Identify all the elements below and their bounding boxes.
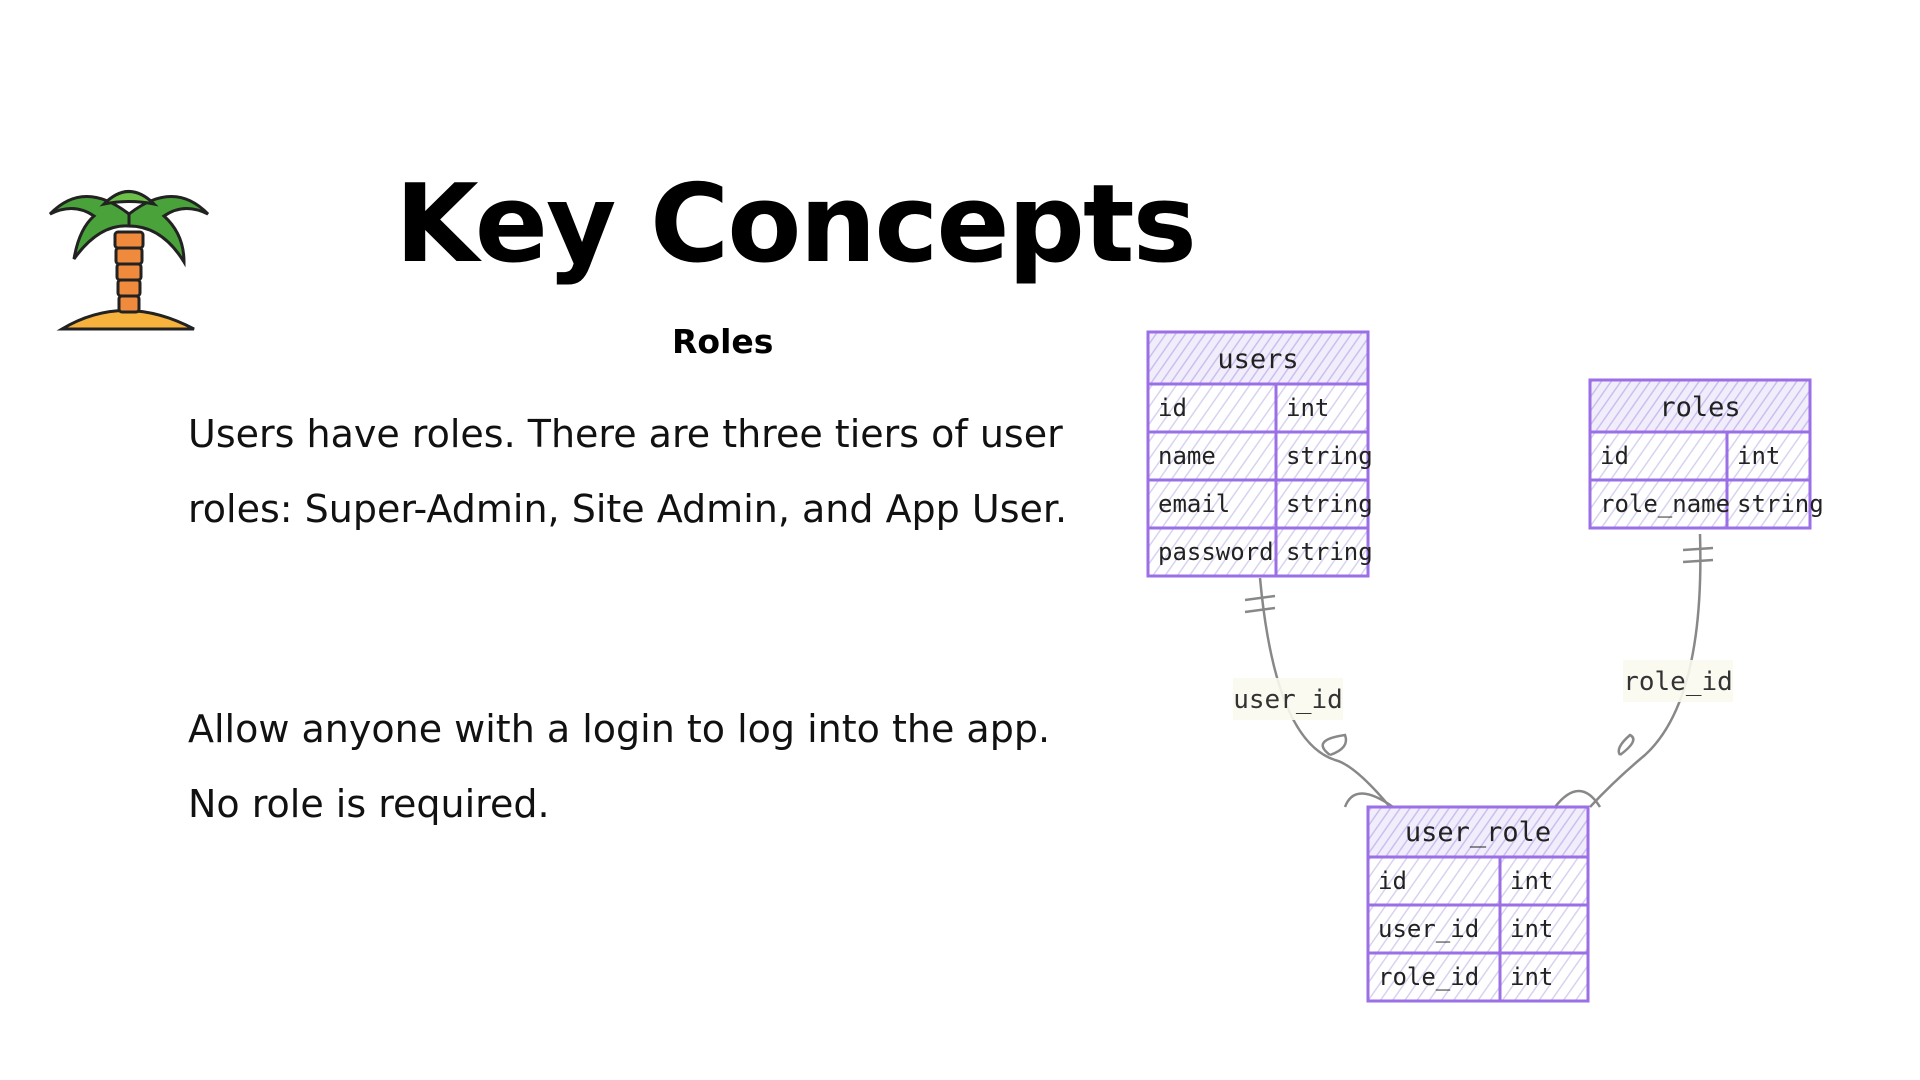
section-subtitle: Roles: [672, 322, 774, 361]
users-field-type: string: [1286, 490, 1373, 518]
roles-field-type: string: [1737, 490, 1824, 518]
page-title: Key Concepts: [395, 162, 1197, 287]
relation-roles-user_role: [1554, 533, 1714, 808]
user_role-field-name: id: [1378, 867, 1407, 895]
paragraph-roles-tiers: Users have roles. There are three tiers …: [188, 412, 1068, 531]
user_role-field-type: int: [1510, 963, 1553, 991]
users-field-type: int: [1286, 394, 1329, 422]
table-users: [1146, 330, 1370, 578]
users-field-name: password: [1158, 538, 1274, 566]
users-field-name: name: [1158, 442, 1216, 470]
table-user_role-header: user_role: [1405, 817, 1551, 848]
er-diagram: user_id role_id users id int name string…: [1146, 330, 1824, 1003]
roles-field-name: role_name: [1600, 490, 1730, 518]
table-users-header: users: [1217, 344, 1298, 375]
users-field-type: string: [1286, 442, 1373, 470]
user_role-field-type: int: [1510, 915, 1553, 943]
table-user_role: [1366, 805, 1590, 1003]
table-roles: [1588, 378, 1812, 530]
relation-users-user_role: [1244, 577, 1394, 809]
relation-label-role_id: role_id: [1623, 667, 1733, 697]
roles-field-name: id: [1600, 442, 1629, 470]
roles-field-type: int: [1737, 442, 1780, 470]
user_role-field-name: role_id: [1378, 963, 1479, 991]
palm-tree-island-icon: [48, 190, 210, 331]
user_role-field-name: user_id: [1378, 915, 1479, 943]
users-field-name: email: [1158, 490, 1230, 518]
users-field-type: string: [1286, 538, 1373, 566]
table-roles-header: roles: [1659, 392, 1740, 423]
paragraph-login-access: Allow anyone with a login to log into th…: [188, 707, 1051, 826]
users-field-name: id: [1158, 394, 1187, 422]
user_role-field-type: int: [1510, 867, 1553, 895]
relation-label-user_id: user_id: [1233, 685, 1343, 715]
